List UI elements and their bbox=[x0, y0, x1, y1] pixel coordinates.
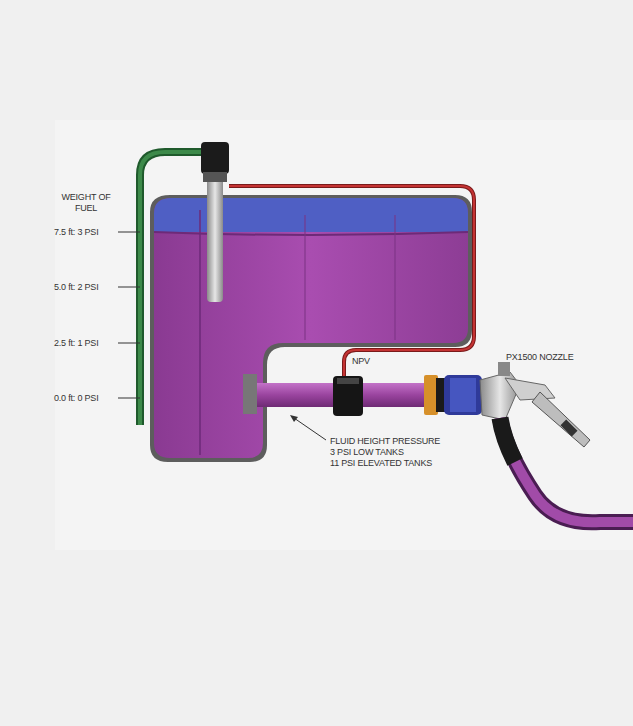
scale-label: 2.5 ft: 1 PSI bbox=[54, 338, 98, 349]
axis-title: WEIGHT OF FUEL bbox=[57, 192, 115, 214]
scale-label: 5.0 ft: 2 PSI bbox=[54, 282, 98, 293]
note-text: 11 PSI ELEVATED TANKS bbox=[330, 458, 432, 469]
part-label: PX1500 NOZZLE bbox=[506, 352, 573, 363]
part-label: NPV bbox=[352, 356, 370, 367]
scale-label: 7.5 ft: 3 PSI bbox=[54, 227, 98, 238]
note-text: FLUID HEIGHT PRESSURE bbox=[330, 436, 440, 447]
scale-label: 0.0 ft: 0 PSI bbox=[54, 393, 98, 404]
note-text: 3 PSI LOW TANKS bbox=[330, 447, 404, 458]
